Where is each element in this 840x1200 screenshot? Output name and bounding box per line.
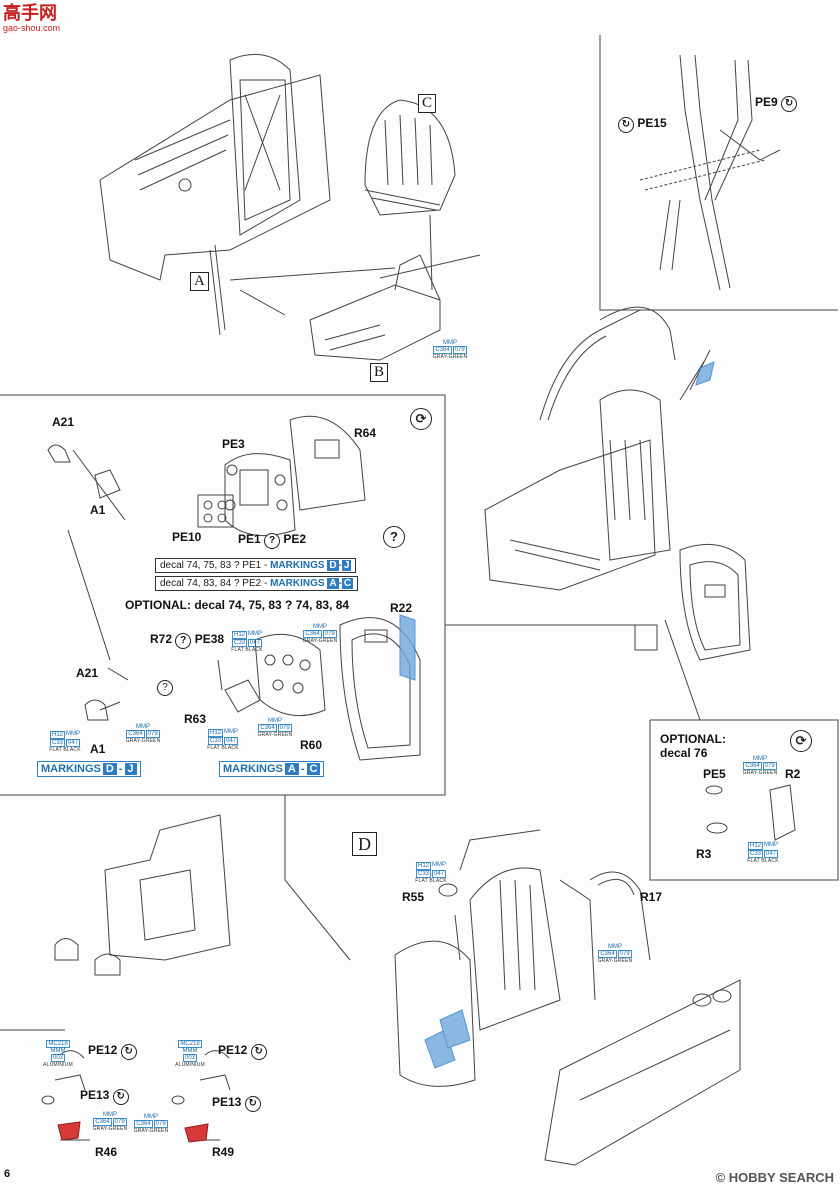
page-number: 6: [4, 1168, 11, 1180]
part-c-box: C: [418, 94, 437, 113]
footer-brand: © HOBBY SEARCH: [715, 1170, 834, 1185]
label-r60: R60: [300, 738, 323, 752]
markings-left: MARKINGS D-J: [37, 761, 141, 777]
label-pe12-a: PE12 ↻: [88, 1043, 137, 1060]
flip-icon: ↻: [244, 1096, 261, 1112]
flip-icon: ↻: [250, 1044, 267, 1060]
label-r17: R17: [640, 890, 663, 904]
label-pe5: PE5: [703, 767, 726, 781]
label-a1-bottom: A1: [90, 742, 106, 756]
copyright-mark: ©: [715, 1170, 726, 1185]
label-r22: R22: [390, 601, 413, 615]
label-r3: R3: [696, 847, 712, 861]
flip-icon: ↻: [120, 1044, 137, 1060]
question-icon: ?: [383, 526, 405, 548]
flip-icon: ↻: [618, 117, 634, 133]
label-pe1-pe2: PE1 ? PE2: [238, 532, 306, 549]
optional-title: OPTIONAL:: [660, 732, 726, 746]
label-a1-top: A1: [90, 503, 106, 517]
label-pe9: PE9 ↻: [755, 95, 798, 112]
part-a-box: A: [190, 272, 209, 291]
label-r63: R63: [184, 712, 207, 726]
label-r46: R46: [95, 1145, 118, 1159]
label-r72-pe38: R72 ? PE38: [150, 632, 224, 649]
rotate-icon: ⟳: [410, 408, 432, 430]
label-r55: R55: [402, 890, 425, 904]
flip-icon: ↻: [781, 96, 798, 112]
paint-callout-aluminium-2: MC218 MMM 003 ALUMINIUM: [175, 1040, 205, 1068]
rotate-icon-optional: ⟳: [790, 730, 812, 752]
logo-url: gao-shou.com: [3, 23, 61, 33]
label-pe15: ↻ PE15: [618, 116, 667, 133]
logo-text: 高手网: [3, 3, 57, 23]
part-d-box: D: [352, 832, 377, 856]
decal-row-2: decal 74, 83, 84 ? PE2 - MARKINGS A-C: [155, 576, 359, 591]
label-pe12-b: PE12 ↻: [218, 1043, 267, 1060]
label-pe10: PE10: [172, 530, 202, 544]
optional-decal-note: OPTIONAL: decal 74, 75, 83 ? 74, 83, 84: [125, 598, 350, 612]
label-pe13-a: PE13 ↻: [80, 1088, 129, 1105]
label-r2: R2: [785, 767, 801, 781]
question-icon-small: ?: [157, 680, 173, 696]
markings-right: MARKINGS A-C: [219, 761, 325, 777]
decal-row-1: decal 74, 75, 83 ? PE1 - MARKINGS D-J: [155, 558, 357, 573]
label-r49: R49: [212, 1145, 235, 1159]
label-pe13-b: PE13 ↻: [212, 1095, 261, 1112]
label-a21-mid: A21: [76, 666, 99, 680]
label-a21-top: A21: [52, 415, 75, 429]
site-logo: 高手网 gao-shou.com: [3, 3, 60, 33]
flip-icon: ↻: [112, 1089, 129, 1105]
part-b-box: B: [370, 363, 389, 382]
label-pe3: PE3: [222, 437, 245, 451]
label-r64: R64: [354, 426, 377, 440]
optional-decal: decal 76: [660, 746, 708, 760]
paint-callout-aluminium-1: MC218 MMM 003 ALUMINIUM: [43, 1040, 73, 1068]
